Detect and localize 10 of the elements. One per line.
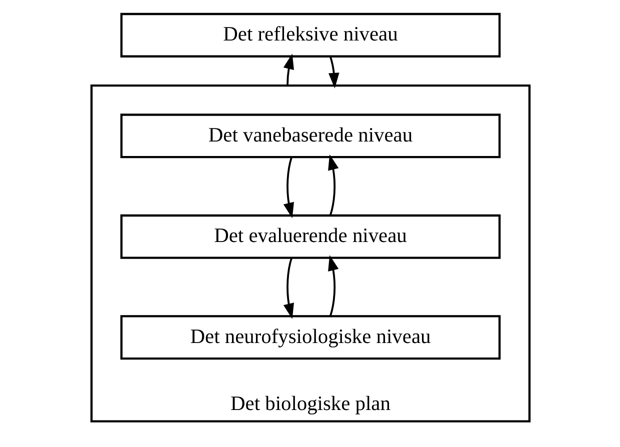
arrow [328,255,338,316]
node-box: Det neurofysiologiske niveau [120,315,500,360]
arrow [282,258,294,319]
arrow [282,156,294,218]
node-box: Det refleksive niveau [120,12,500,58]
arrow [282,54,294,86]
node-box: Det vanebaserede niveau [120,114,500,158]
arrow [328,56,339,88]
node-box: Det evaluerende niveau [120,214,500,259]
arrow [328,154,338,216]
